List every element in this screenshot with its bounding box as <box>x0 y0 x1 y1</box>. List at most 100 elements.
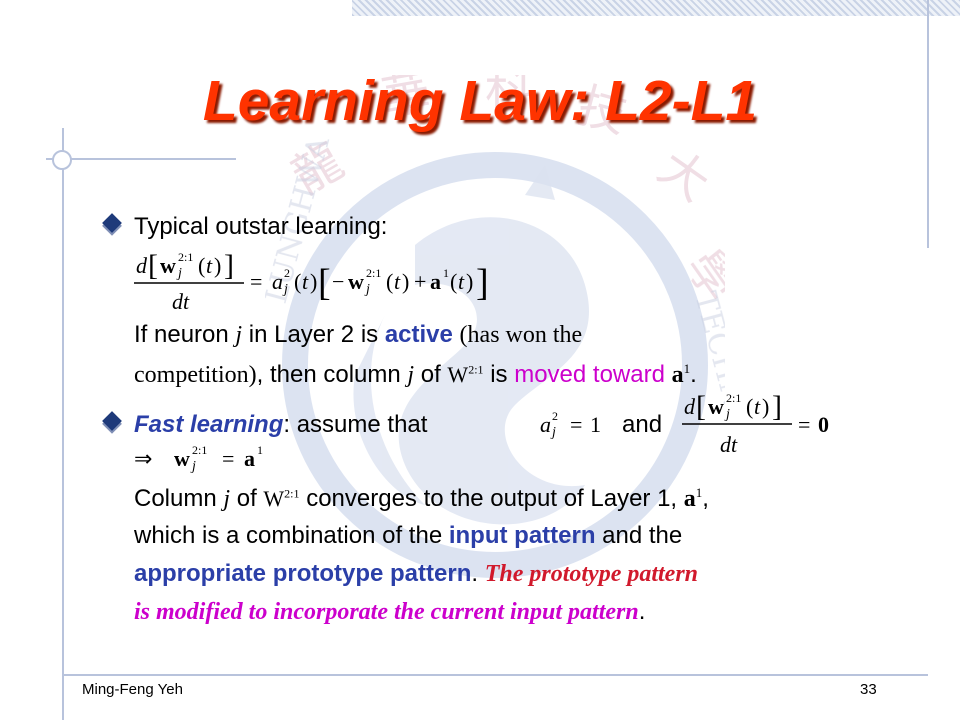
svg-text:[: [ <box>696 390 706 423</box>
svg-text:): ) <box>310 269 317 294</box>
decor-line-left <box>62 128 64 720</box>
text-converges: converges to the output of Layer 1, <box>306 485 678 512</box>
svg-text:2:1: 2:1 <box>178 250 193 264</box>
svg-text:−: − <box>332 269 344 294</box>
svg-text:j: j <box>364 282 370 297</box>
svg-text:): ) <box>762 394 769 419</box>
svg-text:(: ( <box>294 269 301 294</box>
svg-text:t: t <box>394 269 401 294</box>
text-of: of <box>230 485 257 512</box>
svg-text:[: [ <box>148 249 158 282</box>
bullet2-line-c2: which is a combination of the input patt… <box>134 524 682 548</box>
svg-text:j: j <box>282 282 288 297</box>
text-of: of <box>414 361 448 388</box>
text-in-layer-2: in Layer 2 is <box>242 321 385 348</box>
bullet1-line-a: If neuron j in Layer 2 is active (has wo… <box>134 321 583 348</box>
slide-title: Learning Law: L2-L1 <box>202 69 758 133</box>
footer-author: Ming-Feng Yeh <box>82 681 183 698</box>
svg-text:[: [ <box>318 262 331 304</box>
svg-text:w: w <box>348 269 364 294</box>
svg-text:t: t <box>302 269 309 294</box>
svg-text:j: j <box>176 266 182 281</box>
bullet2-line-c3: appropriate prototype pattern. The proto… <box>134 560 699 587</box>
svg-text:w: w <box>708 394 724 419</box>
svg-text:j: j <box>190 459 196 474</box>
symbol-j: j <box>407 362 415 388</box>
text-prototype-pattern-red: The prototype pattern <box>484 561 699 587</box>
equation-a-equals-1: a j 2 = 1 <box>540 409 601 440</box>
text-column: Column <box>134 485 224 512</box>
bullet2-line-c4: is modified to incorporate the current i… <box>134 598 646 625</box>
svg-text:]: ] <box>224 249 234 282</box>
svg-text:t: t <box>206 253 213 278</box>
svg-text:2: 2 <box>552 409 558 423</box>
decor-line-top <box>46 158 236 160</box>
svg-text:w: w <box>160 253 176 278</box>
svg-text:1: 1 <box>257 443 263 457</box>
svg-text:⇒: ⇒ <box>134 446 152 471</box>
svg-text:]: ] <box>476 262 489 304</box>
text-input-pattern: input pattern <box>448 522 596 549</box>
symbol-j: j <box>235 322 243 348</box>
svg-text:a: a <box>430 269 441 294</box>
footer-page-number: 33 <box>860 681 877 698</box>
svg-text:d: d <box>684 394 696 419</box>
text-comma: , <box>702 485 709 512</box>
svg-text:(: ( <box>198 253 205 278</box>
text-then-column: , then column <box>256 361 408 388</box>
svg-text:a: a <box>540 412 551 437</box>
symbol-W21: W2:1 <box>263 486 300 511</box>
university-seal-watermark: 龍 華 科 技 大 學 LUNGHWA TECHNOLOGY <box>265 75 725 578</box>
svg-text:2:1: 2:1 <box>192 443 207 457</box>
svg-text:=: = <box>222 446 234 471</box>
svg-text:d: d <box>136 253 148 278</box>
text-active: active <box>384 321 453 348</box>
text-fast-learning: Fast learning <box>134 411 284 438</box>
text-competition: competition) <box>134 362 257 388</box>
outstar-learning-equation: d [ w j 2:1 (t) ] dt = a j 2 (t) [ − w j… <box>134 249 489 314</box>
svg-text:j: j <box>550 425 556 440</box>
decor-line-right <box>927 0 929 248</box>
svg-text:=: = <box>798 412 810 437</box>
bullet-diamond-icon <box>102 411 122 431</box>
text-appropriate-prototype: appropriate prototype pattern <box>134 560 472 587</box>
svg-text:0: 0 <box>818 412 829 437</box>
symbol-W21: W2:1 <box>447 362 484 387</box>
svg-text:大: 大 <box>648 139 719 212</box>
bullet2-line-c1: Column j of W2:1 converges to the output… <box>134 486 709 511</box>
equation-w-equals-a1: ⇒ w j 2:1 = a 1 <box>134 443 263 474</box>
svg-text:科: 科 <box>485 75 533 117</box>
text-period: . <box>471 560 485 587</box>
symbol-a1: a1 <box>683 485 703 512</box>
svg-text:(: ( <box>450 269 457 294</box>
text-modified-to-incorporate: is modified to incorporate the current i… <box>134 599 639 625</box>
bullet1-line-b: competition), then column j of W2:1 is m… <box>134 362 697 387</box>
svg-text:a: a <box>272 269 283 294</box>
symbol-j: j <box>223 486 231 512</box>
decor-hatch-band <box>352 0 960 16</box>
text-is: is <box>490 361 515 388</box>
text-moved-toward: moved toward <box>514 361 665 388</box>
text-assume-that: : assume that <box>283 411 428 438</box>
bullet-heading: Typical outstar learning: <box>134 213 388 240</box>
svg-text:]: ] <box>772 390 782 423</box>
text-and-the: and the <box>595 522 683 549</box>
svg-text:j: j <box>724 407 730 422</box>
text-period: . <box>638 598 646 625</box>
svg-text:): ) <box>402 269 409 294</box>
svg-text:=: = <box>250 269 262 294</box>
text-has-won: (has won the <box>459 322 583 348</box>
svg-text:t: t <box>754 394 761 419</box>
bullet2-line-a: Fast learning: assume that <box>134 413 427 437</box>
text-and: and <box>622 411 663 438</box>
svg-text:2:1: 2:1 <box>366 266 381 280</box>
svg-text:(: ( <box>746 394 753 419</box>
svg-text:+: + <box>414 269 426 294</box>
symbol-a1: a1 <box>671 361 691 388</box>
svg-text:): ) <box>214 253 221 278</box>
text-which-is: which is a combination of the <box>134 522 449 549</box>
svg-text:2:1: 2:1 <box>726 391 741 405</box>
svg-text:2: 2 <box>284 266 290 280</box>
equation-derivative-zero: d [ w j 2:1 (t) ] dt = 0 <box>682 390 829 457</box>
